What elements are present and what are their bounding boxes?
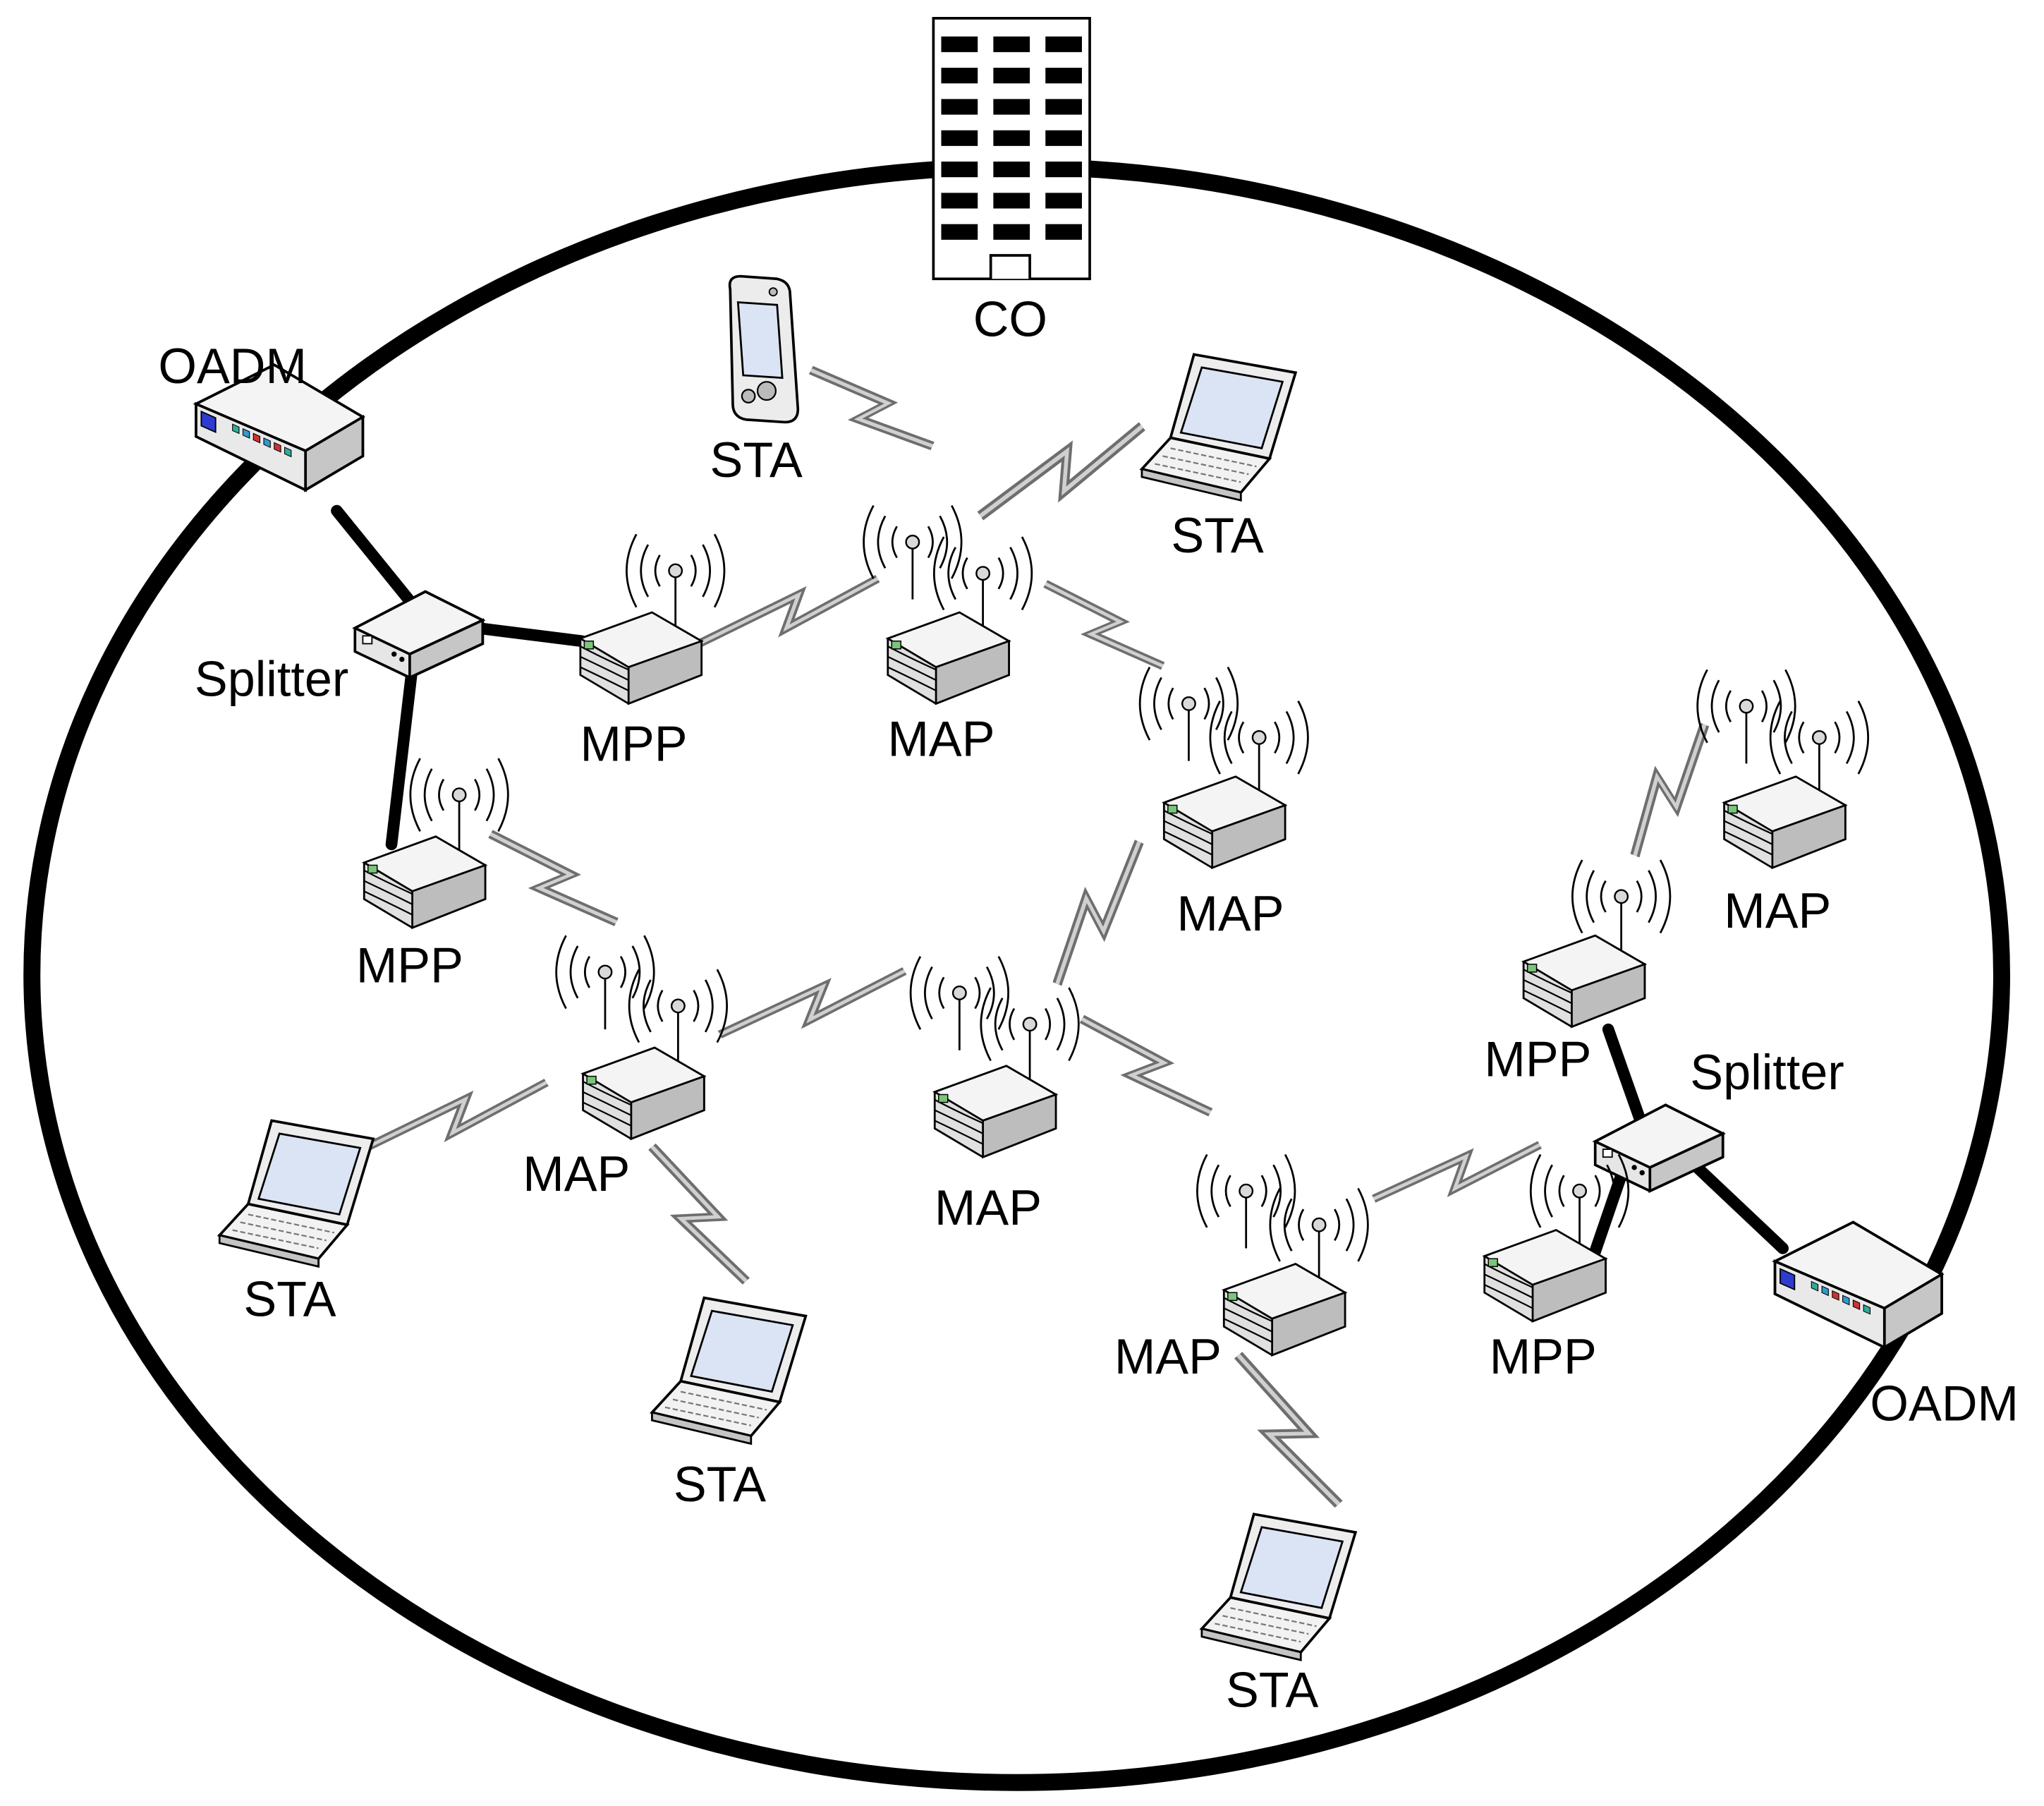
- map-5-router-icon: [909, 955, 1080, 1158]
- oadm-left-label: OADM: [158, 338, 307, 394]
- map-4-label: MAP: [523, 1146, 630, 1201]
- mpp-3-label: MPP: [1484, 1031, 1591, 1087]
- mpp-4-router-icon: [1483, 1153, 1630, 1323]
- sta-laptop-top-label: STA: [1171, 507, 1263, 563]
- map-6-label: MAP: [1114, 1328, 1222, 1384]
- sta-laptop-left-label: STA: [243, 1271, 336, 1327]
- mpp-2-router-icon: [363, 757, 509, 929]
- lightning-link-icon: [1072, 1009, 1218, 1126]
- lightning-link-icon: [1223, 1347, 1351, 1515]
- mpp-1-router-icon: [579, 533, 726, 705]
- map-6-router-icon: [1196, 1153, 1369, 1357]
- lightning-link-icon: [716, 959, 909, 1049]
- sta-phone-pda-icon: [728, 274, 800, 424]
- sta-laptop-bottom-left-label: STA: [674, 1456, 766, 1512]
- map-4-router-icon: [555, 934, 729, 1140]
- mpp-2-label: MPP: [356, 938, 463, 993]
- sta-laptop-bottom-label: STA: [1226, 1662, 1318, 1718]
- sta-laptop-bottom-icon: [1200, 1513, 1357, 1661]
- fiber-links: [331, 504, 1789, 1273]
- lightning-link-icon: [1619, 716, 1717, 862]
- lightning-link-icon: [481, 823, 623, 935]
- fiber-oadm-left-to-splitter: [331, 504, 421, 614]
- lightning-link-icon: [1370, 1134, 1545, 1213]
- fiber-splitter-left-to-mpp-1: [471, 622, 588, 648]
- fiber-splitter-right-to-oadm-right: [1683, 1153, 1789, 1254]
- map-2-label: MAP: [1176, 885, 1284, 941]
- splitter-left-label: Splitter: [195, 650, 348, 706]
- fiber-splitter-left-to-mpp-2: [385, 661, 418, 851]
- fiber-mpp-3-to-splitter-right: [1602, 1023, 1645, 1125]
- lightning-link-icon: [802, 359, 939, 460]
- co-label: CO: [973, 291, 1047, 347]
- mpp-1-label: MPP: [580, 716, 688, 772]
- map-1-router-icon: [863, 504, 1033, 705]
- map-3-label: MAP: [1724, 883, 1831, 938]
- map-2-router-icon: [1138, 666, 1309, 869]
- central-office-building-icon: [932, 17, 1091, 281]
- sta-laptop-bottom-left-icon: [650, 1296, 808, 1446]
- lightning-link-icon: [638, 1139, 758, 1291]
- fiber-splitter-right-to-mpp-4: [1583, 1169, 1627, 1273]
- splitter-left-device-icon: [353, 590, 485, 679]
- map-5-label: MAP: [935, 1180, 1042, 1235]
- mpp-4-label: MPP: [1490, 1328, 1597, 1384]
- oadm-right-label: OADM: [1870, 1375, 2019, 1431]
- sta-phone-label: STA: [710, 432, 803, 487]
- lightning-link-icon: [973, 413, 1151, 533]
- splitter-right-label: Splitter: [1690, 1044, 1844, 1100]
- lightning-link-icon: [1037, 574, 1169, 679]
- sta-laptop-left-icon: [218, 1119, 375, 1268]
- oadm-right-device-icon: [1773, 1220, 1943, 1349]
- mpp-3-router-icon: [1522, 859, 1672, 1028]
- map-3-router-icon: [1696, 668, 1870, 869]
- map-1-label: MAP: [887, 710, 994, 766]
- sta-laptop-top-icon: [1140, 353, 1297, 502]
- lightning-link-icon: [1042, 833, 1151, 991]
